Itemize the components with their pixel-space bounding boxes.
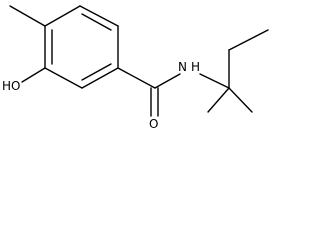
- methyl-right-bond: [228, 87, 253, 113]
- ethyl-bond: [228, 29, 269, 51]
- ring-double-bond-bottom: [81, 63, 112, 81]
- nitrogen-h-label: N: [178, 60, 187, 74]
- hydroxyl-bond: [21, 67, 46, 83]
- methyl-left-bond: [207, 87, 230, 113]
- hydroxyl-label: HO: [2, 79, 20, 93]
- methyl-bond: [9, 5, 46, 27]
- carbonyl-to-nitrogen-bond: [154, 73, 181, 89]
- ring-methyl: [9, 5, 46, 27]
- amide-group: [117, 67, 181, 117]
- nitrogen-label: H: [191, 60, 200, 74]
- tert-amyl-group: [199, 29, 269, 113]
- nitrogen-to-quaternary-bond: [199, 73, 230, 89]
- hydroxyl-group: [21, 67, 46, 83]
- ring-to-carbonyl-bond: [117, 67, 156, 89]
- structure-diagram: HO O N H: [0, 0, 288, 132]
- ring-bond-bottom-left: [44, 67, 83, 89]
- ring-bond-bottom-right: [81, 67, 119, 89]
- benzene-ring: [44, 5, 119, 89]
- aromatic-inner-bonds: [51, 13, 112, 81]
- molecule-drawing: HO O N H: [2, 5, 269, 131]
- ring-double-bond-top: [81, 13, 112, 31]
- carbonyl-oxygen-label: O: [149, 117, 158, 131]
- ring-bond-top-right: [79, 5, 119, 27]
- ring-bond-top-left: [44, 5, 81, 27]
